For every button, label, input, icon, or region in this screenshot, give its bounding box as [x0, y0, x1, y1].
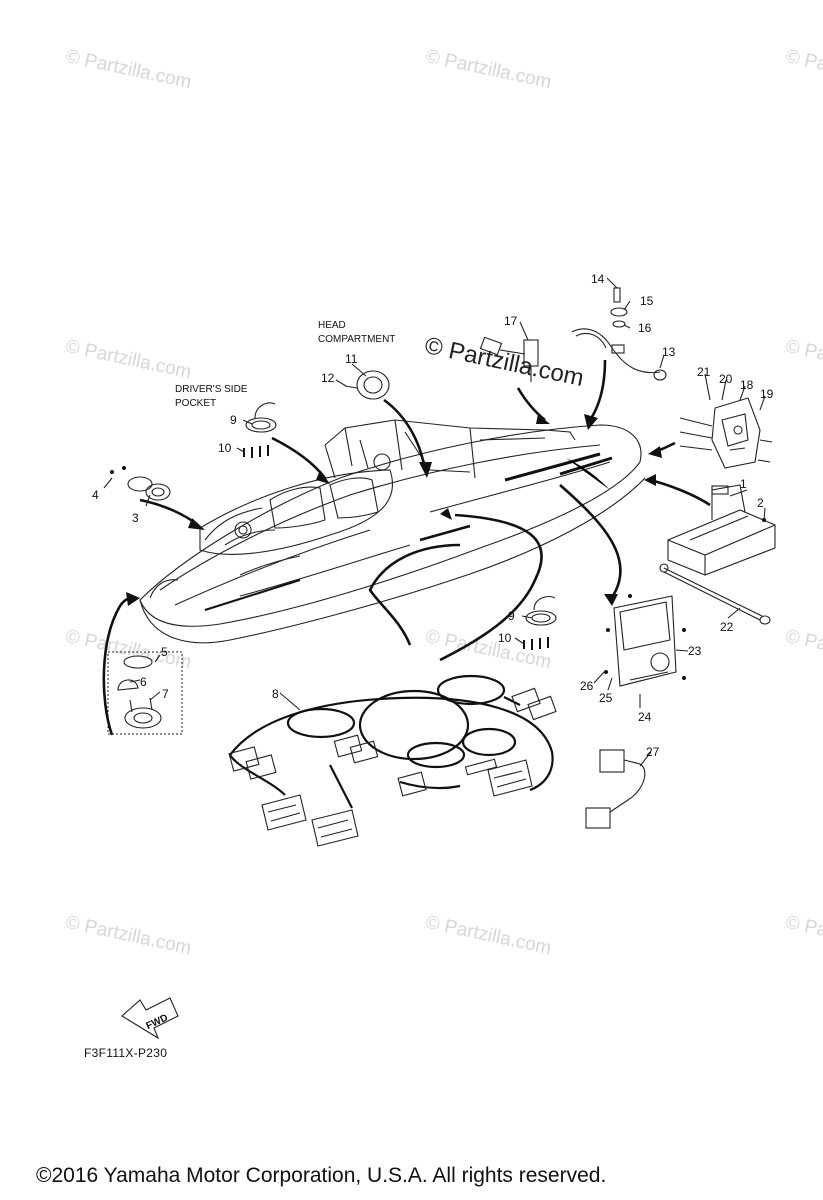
battery-cable	[571, 328, 667, 381]
callout-9-lower: 9	[508, 609, 515, 623]
callout-8: 8	[272, 687, 279, 701]
leader-lines	[103, 277, 766, 767]
callout-7: 7	[162, 687, 169, 701]
bolt-washer-set	[610, 287, 628, 328]
connector	[228, 687, 557, 797]
drain-cover	[110, 466, 171, 501]
callout-23: 23	[688, 644, 702, 658]
callout-25: 25	[599, 691, 613, 705]
sub-harness	[585, 749, 646, 829]
multi-pin-connector	[261, 759, 533, 847]
pocket-light-lower	[523, 595, 557, 650]
callout-11: 11	[345, 352, 358, 366]
callout-16: 16	[638, 321, 652, 335]
boat-cockpit	[199, 469, 394, 576]
callout-21: 21	[697, 365, 711, 379]
callout-13: 13	[662, 345, 676, 359]
callout-17: 17	[504, 314, 518, 328]
boat-windshield	[324, 419, 576, 479]
boat-stripes	[204, 452, 613, 611]
sensor	[479, 336, 539, 382]
routing-lines	[102, 359, 711, 736]
callout-20: 20	[719, 372, 733, 386]
inset-parts-box	[107, 651, 183, 735]
head-compartment-speaker	[344, 370, 390, 400]
head-compartment-label: COMPARTMENT	[318, 334, 395, 345]
control-unit	[604, 594, 686, 687]
callout-14: 14	[591, 272, 605, 286]
callout-10-lower: 10	[498, 631, 512, 645]
callout-4: 4	[92, 488, 99, 502]
fwd-arrow-icon: FWD	[121, 997, 179, 1040]
callout-1: 1	[740, 477, 747, 491]
pocket-light-upper	[243, 402, 277, 458]
copyright-notice: ©2016 Yamaha Motor Corporation, U.S.A. A…	[36, 1164, 607, 1187]
callout-9: 9	[230, 413, 237, 427]
callout-22: 22	[720, 620, 734, 634]
callout-numbers: 1 2 3 4 5 6 7 8 9 10 11 12 13 14 15 16 1…	[92, 272, 774, 759]
diagram-code: F3F111X-P230	[84, 1046, 168, 1060]
callout-10: 10	[218, 441, 232, 455]
callout-27: 27	[646, 745, 660, 759]
ground-cable	[659, 563, 771, 625]
callout-12: 12	[321, 371, 335, 385]
control-bracket	[679, 397, 773, 469]
boat-hull	[139, 424, 646, 644]
callout-2: 2	[757, 496, 764, 510]
callout-6: 6	[140, 675, 147, 689]
wiring-harness	[228, 674, 557, 847]
head-compartment-label: HEAD	[318, 320, 346, 331]
callout-15: 15	[640, 294, 654, 308]
callout-19: 19	[760, 387, 774, 401]
callout-24: 24	[638, 710, 652, 724]
callout-26: 26	[580, 679, 594, 693]
battery-box	[667, 484, 776, 576]
callout-3: 3	[132, 511, 139, 525]
callout-18: 18	[740, 378, 754, 392]
drivers-side-pocket-label: POCKET	[175, 398, 216, 409]
fwd-label: FWD	[144, 1012, 169, 1032]
drivers-side-pocket-label: DRIVER'S SIDE	[175, 384, 248, 395]
callout-5: 5	[161, 645, 168, 659]
